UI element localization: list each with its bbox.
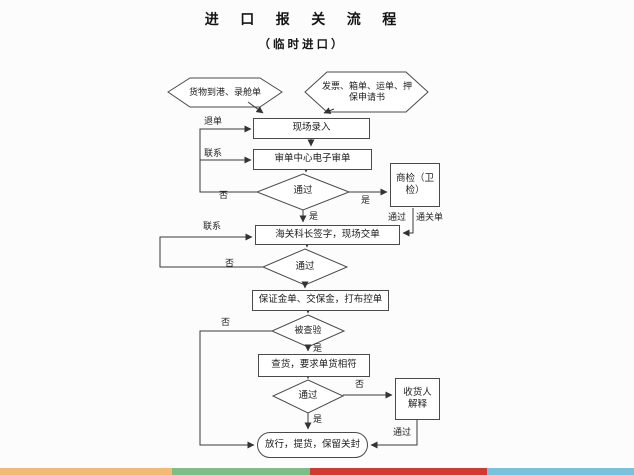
edge-label-contact1: 联系 <box>204 148 223 158</box>
node-onsite-entry: 现场录入 <box>253 118 370 139</box>
node-consignee-explain: 收货人解释 <box>395 378 440 420</box>
footer-bar <box>0 468 634 475</box>
page-subtitle: （临时进口） <box>258 39 346 51</box>
hexagon-documents-shape <box>304 71 429 113</box>
edge-label-return-doc: 退单 <box>204 116 223 126</box>
footer-segment-orange <box>0 468 172 475</box>
node-deposit: 保证金单、交保金，打布控单 <box>252 290 389 311</box>
diamond-inspected-shape <box>270 314 346 348</box>
edge-label-no2: 否 <box>225 258 235 268</box>
node-review-center: 审单中心电子审单 <box>253 149 372 170</box>
hexagon-cargo-arrival-shape <box>167 77 283 108</box>
footer-segment-green <box>172 468 310 475</box>
page-title: 进 口 报 关 流 程 <box>204 13 406 28</box>
edge-label-no4: 否 <box>355 379 365 389</box>
node-commodity-inspection: 商检（卫检） <box>390 163 440 207</box>
edge-label-yes-right: 是 <box>361 195 371 205</box>
diamond-pass1-shape <box>255 173 351 211</box>
edge-label-clearance-doc: 通关单 <box>416 212 444 222</box>
edge-label-no1: 否 <box>219 190 229 200</box>
footer-segment-red <box>310 468 487 475</box>
edge-label-pass-inspection: 通过 <box>388 212 407 222</box>
node-check-goods: 查货，要求单货相符 <box>258 354 370 377</box>
edge-label-pass-final: 通过 <box>393 427 412 437</box>
edge-label-no3: 否 <box>221 317 231 327</box>
edge-label-yes-down1: 是 <box>309 211 319 221</box>
node-chief-signature: 海关科长签字，现场交单 <box>255 225 400 245</box>
edge-label-contact2: 联系 <box>203 221 222 231</box>
edge-label-yes3: 是 <box>313 343 323 353</box>
diamond-pass2-shape <box>261 248 349 286</box>
node-release: 放行，提货，保留关封 <box>257 432 368 458</box>
diamond-pass4-shape <box>271 379 345 414</box>
edge-label-yes4: 是 <box>313 414 323 424</box>
footer-segment-blue <box>487 468 634 475</box>
